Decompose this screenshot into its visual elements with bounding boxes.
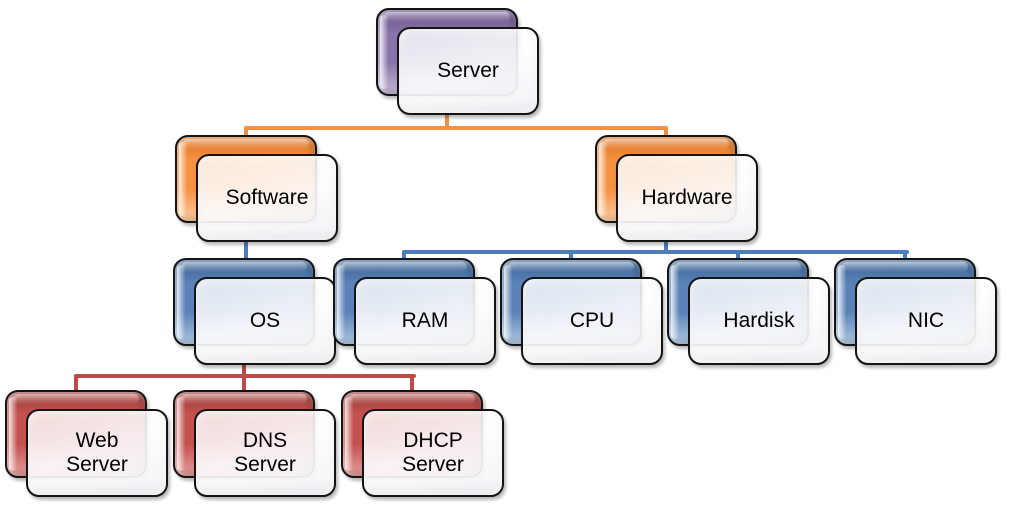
node-cpu: CPU (500, 258, 663, 365)
node-nic-frontplate: NIC (855, 277, 997, 365)
node-dhcp-server: DHCP Server (341, 390, 504, 497)
node-cpu-label: CPU (569, 309, 615, 333)
node-web-server-label: Web Server (66, 429, 128, 476)
connector-drop-dns-server (242, 376, 246, 393)
connector-level1-bus (244, 126, 668, 130)
connector-drop-nic (903, 252, 907, 261)
node-nic-label: NIC (907, 309, 945, 333)
node-dns-server-frontplate: DNS Server (194, 409, 336, 497)
node-cpu-frontplate: CPU (521, 277, 663, 365)
connector-drop-cpu (569, 252, 573, 261)
node-software-frontplate: Software (196, 154, 338, 242)
connector-software-to-os (244, 240, 248, 261)
node-server-frontplate: Server (397, 27, 539, 115)
node-hardware-frontplate: Hardware (616, 154, 758, 242)
connector-server-stub (445, 112, 449, 128)
node-server: Server (376, 8, 539, 115)
connector-drop-software (244, 128, 248, 139)
node-hardisk-frontplate: Hardisk (688, 277, 830, 365)
node-dns-server-label: DNS Server (234, 429, 296, 476)
node-os-label: OS (249, 309, 281, 333)
connector-hardware-stub (664, 240, 668, 252)
connector-drop-hardware (664, 128, 668, 139)
node-hardisk: Hardisk (667, 258, 830, 365)
node-os: OS (173, 258, 336, 365)
connector-drop-web-server (74, 376, 78, 393)
connector-os-stub (242, 362, 246, 376)
connector-drop-ram (402, 252, 406, 261)
node-server-label: Server (437, 59, 499, 83)
node-web-server: Web Server (5, 390, 168, 497)
connector-drop-hardisk (736, 252, 740, 261)
node-hardisk-label: Hardisk (723, 309, 795, 333)
node-dhcp-server-label: DHCP Server (402, 429, 464, 476)
node-hardware: Hardware (595, 135, 758, 242)
node-ram-label: RAM (401, 309, 449, 333)
node-software-label: Software (225, 186, 309, 210)
node-ram-frontplate: RAM (354, 277, 496, 365)
node-dhcp-server-frontplate: DHCP Server (362, 409, 504, 497)
node-ram: RAM (333, 258, 496, 365)
connector-drop-dhcp-server (410, 376, 414, 393)
node-dns-server: DNS Server (173, 390, 336, 497)
node-nic: NIC (834, 258, 997, 365)
node-software: Software (175, 135, 338, 242)
node-hardware-label: Hardware (641, 186, 733, 210)
connector-hardware-bus (402, 250, 909, 254)
node-os-frontplate: OS (194, 277, 336, 365)
node-web-server-frontplate: Web Server (26, 409, 168, 497)
